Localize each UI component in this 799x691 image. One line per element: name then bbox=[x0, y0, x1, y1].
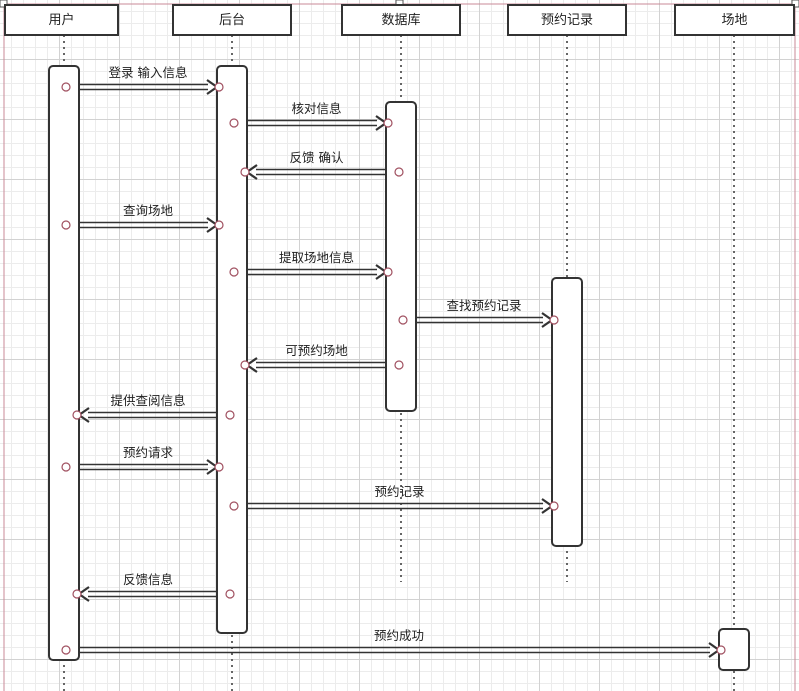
anchor-end-icon bbox=[383, 267, 393, 277]
message-label: 可预约场地 bbox=[285, 343, 348, 358]
message-8[interactable]: 提供查阅信息 bbox=[72, 393, 235, 423]
anchor-end-icon bbox=[214, 220, 224, 230]
anchor-end-icon bbox=[549, 315, 559, 325]
message-1[interactable]: 登录 输入信息 bbox=[61, 65, 224, 95]
message-10[interactable]: 预约记录 bbox=[229, 484, 559, 514]
lifeline-header-db[interactable]: 数据库 bbox=[341, 4, 461, 36]
anchor-start-icon bbox=[229, 267, 239, 277]
activation-bar-db[interactable] bbox=[385, 101, 417, 412]
anchor-end-icon bbox=[72, 410, 82, 420]
lifeline-header-venue[interactable]: 场地 bbox=[674, 4, 795, 36]
message-5[interactable]: 提取场地信息 bbox=[229, 250, 393, 280]
message-9[interactable]: 预约请求 bbox=[61, 445, 224, 475]
message-label: 预约记录 bbox=[374, 484, 424, 499]
message-label: 预约成功 bbox=[374, 628, 424, 643]
lifeline-header-backend[interactable]: 后台 bbox=[172, 4, 292, 36]
lifeline-header-user[interactable]: 用户 bbox=[4, 4, 119, 36]
message-7[interactable]: 可预约场地 bbox=[240, 343, 404, 373]
message-label: 查找预约记录 bbox=[446, 298, 521, 313]
lifeline-label: 预约记录 bbox=[541, 13, 593, 28]
anchor-start-icon bbox=[61, 645, 71, 655]
message-label: 核对信息 bbox=[291, 101, 341, 116]
anchor-end-icon bbox=[716, 645, 726, 655]
anchor-end-icon bbox=[383, 118, 393, 128]
anchor-end-icon bbox=[240, 167, 250, 177]
anchor-start-icon bbox=[61, 220, 71, 230]
message-label: 反馈信息 bbox=[123, 572, 173, 587]
lifeline-label: 后台 bbox=[219, 13, 245, 28]
anchor-start-icon bbox=[225, 410, 235, 420]
lifeline-label: 用户 bbox=[48, 12, 74, 28]
lifeline-label: 数据库 bbox=[381, 12, 420, 28]
anchor-start-icon bbox=[398, 315, 408, 325]
activation-bar-user[interactable] bbox=[48, 65, 80, 661]
anchor-start-icon bbox=[229, 118, 239, 128]
anchor-end-icon bbox=[549, 501, 559, 511]
message-3[interactable]: 反馈 确认 bbox=[240, 150, 404, 180]
anchor-end-icon bbox=[214, 82, 224, 92]
anchor-start-icon bbox=[394, 360, 404, 370]
message-label: 提供查阅信息 bbox=[110, 393, 185, 408]
message-12[interactable]: 预约成功 bbox=[61, 628, 726, 658]
anchor-start-icon bbox=[394, 167, 404, 177]
message-2[interactable]: 核对信息 bbox=[229, 101, 393, 131]
message-label: 提取场地信息 bbox=[279, 250, 354, 265]
message-label: 反馈 确认 bbox=[290, 150, 344, 165]
activation-bar-backend[interactable] bbox=[216, 65, 248, 634]
message-label: 查询场地 bbox=[123, 203, 174, 218]
anchor-end-icon bbox=[72, 589, 82, 599]
anchor-end-icon bbox=[240, 360, 250, 370]
message-4[interactable]: 查询场地 bbox=[61, 203, 224, 233]
anchor-start-icon bbox=[61, 82, 71, 92]
activation-bar-record[interactable] bbox=[551, 277, 583, 547]
anchor-end-icon bbox=[214, 462, 224, 472]
anchor-start-icon bbox=[225, 589, 235, 599]
anchor-start-icon bbox=[61, 462, 71, 472]
lifeline-header-record[interactable]: 预约记录 bbox=[507, 4, 627, 36]
lifeline-label: 场地 bbox=[721, 13, 747, 28]
message-label: 预约请求 bbox=[123, 445, 174, 460]
message-11[interactable]: 反馈信息 bbox=[72, 572, 235, 602]
anchor-start-icon bbox=[229, 501, 239, 511]
message-6[interactable]: 查找预约记录 bbox=[398, 298, 559, 328]
message-label: 登录 输入信息 bbox=[109, 65, 188, 80]
